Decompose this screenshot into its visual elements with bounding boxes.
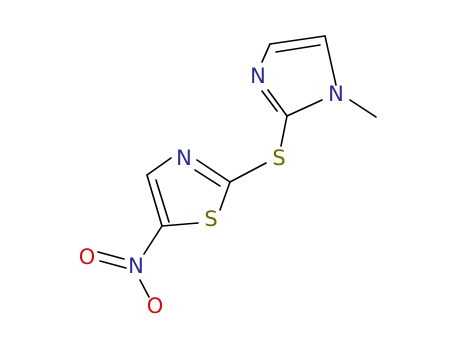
bond-nitro-n-o-top-double: [99, 260, 127, 269]
bond-c2-s: [280, 115, 288, 147]
bond-c5-nitro-n: [143, 225, 163, 255]
bond-thiazole-c4-c5-double: [155, 179, 170, 223]
atom-nitro-o-top: O: [79, 245, 96, 269]
bond-nitro-n-o-top: [97, 251, 125, 260]
bond-thiazole-s1-c2: [219, 181, 231, 211]
bond-n3-c4: [261, 43, 271, 63]
bond-thiazole-c2-n3-double: [194, 169, 221, 187]
bond-n1-methyl: [349, 99, 377, 118]
atom-imidazole-n1: N: [328, 82, 344, 106]
bond-c4-c5: [269, 35, 326, 45]
bond-thiazole-c4-c5: [146, 174, 163, 227]
bond-c4-c5-double: [275, 44, 321, 53]
bond-thiazole-n3-c4: [146, 157, 172, 176]
atom-nitro-n: N: [128, 254, 144, 278]
bond-n1-c2: [286, 99, 323, 117]
bond-thiazole-c5-s1: [161, 222, 199, 227]
bond-nitro-n-o-bottom: [139, 279, 150, 298]
bond-c5-n1: [324, 35, 337, 86]
bond-c2-n3: [267, 89, 288, 117]
atom-imidazole-n3: N: [250, 64, 266, 88]
bond-c2-n3-double: [261, 90, 278, 112]
atom-thiazole-n: N: [176, 146, 192, 170]
atom-nitro-o-bottom: O: [147, 294, 164, 318]
atom-thioether-s: S: [272, 146, 285, 170]
atom-thiazole-s: S: [204, 207, 217, 231]
bond-s-thiazole-c2: [229, 162, 267, 183]
bond-thiazole-c2-n3: [196, 159, 231, 183]
